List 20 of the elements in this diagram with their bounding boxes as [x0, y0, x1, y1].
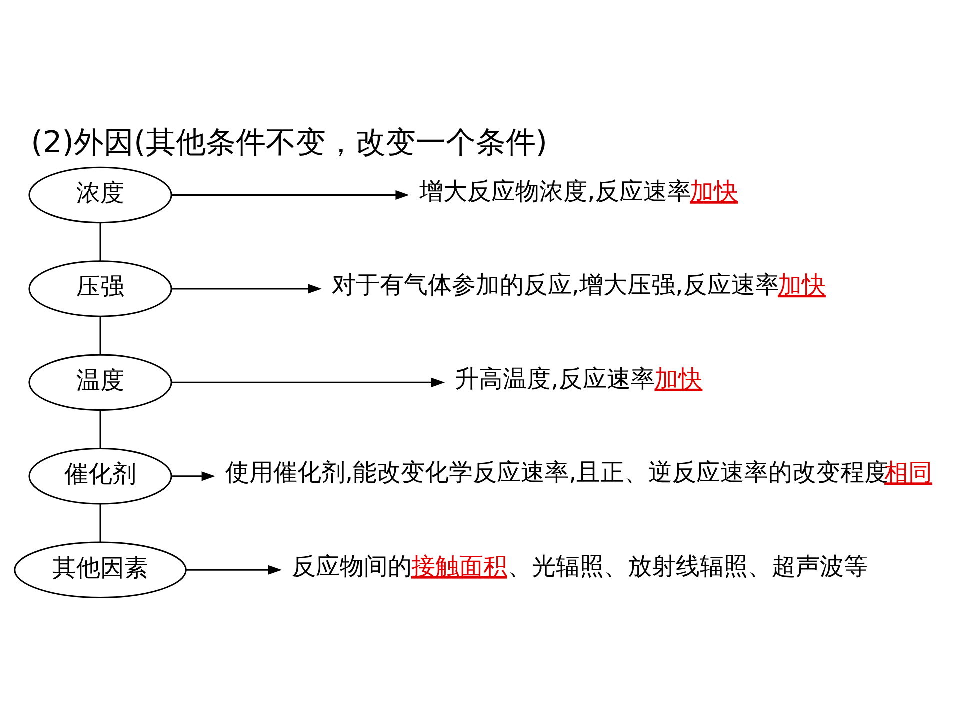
arrow — [172, 378, 446, 388]
node-text: 使用催化剂,能改变化学反应速率,且正、逆反应速率的改变程度相同 — [225, 458, 933, 487]
node-ellipse: 催化剂 — [28, 448, 172, 505]
node-ellipse: 温度 — [28, 354, 172, 412]
arrow — [186, 565, 282, 575]
connector — [100, 410, 102, 449]
arrow — [172, 472, 216, 482]
node-text: 升高温度,反应速率加快 — [455, 364, 703, 393]
connector — [100, 316, 102, 355]
node-ellipse: 浓度 — [28, 166, 172, 224]
node-ellipse: 压强 — [28, 260, 172, 318]
diagram-title: (2)外因(其他条件不变，改变一个条件) — [31, 125, 548, 160]
connector — [100, 504, 102, 542]
arrow — [172, 190, 410, 200]
connector — [100, 223, 102, 262]
node-text: 反应物间的接触面积、光辐照、放射线辐照、超声波等 — [292, 552, 868, 580]
node-ellipse: 其他因素 — [14, 542, 187, 599]
node-text: 对于有气体参加的反应,增大压强,反应速率加快 — [332, 271, 826, 300]
node-text: 增大反应物浓度,反应速率加快 — [420, 177, 738, 206]
arrow — [172, 284, 322, 294]
